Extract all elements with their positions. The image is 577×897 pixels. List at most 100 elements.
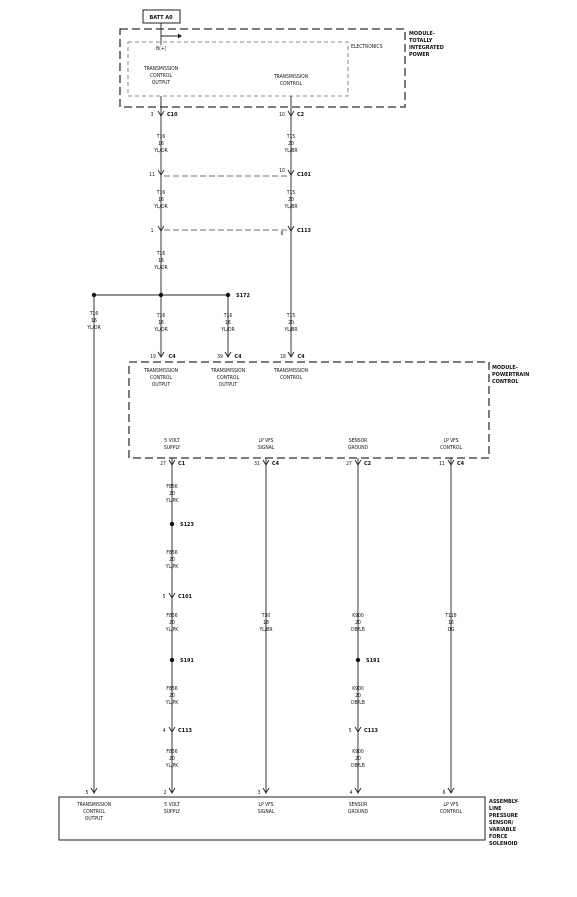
svg-text:CONTROL: CONTROL: [440, 445, 462, 451]
svg-text:20: 20: [355, 693, 361, 699]
svg-text:CONTROL: CONTROL: [280, 81, 302, 87]
svg-text:FORCE: FORCE: [489, 834, 508, 840]
svg-text:K900: K900: [352, 749, 364, 755]
svg-text:CONTROL: CONTROL: [217, 375, 239, 381]
connector-c4-b: 31 C4: [254, 459, 280, 467]
pcm-pin-sensor-ground: SENSOR GROUND: [348, 438, 369, 451]
tipm-pin-tc: TRANSMISSION CONTROL: [273, 74, 308, 87]
svg-text:YL/OR: YL/OR: [154, 265, 167, 271]
wire-f856-a: F856 20 YL/PK: [166, 484, 179, 504]
svg-text:GROUND: GROUND: [348, 809, 369, 815]
svg-text:K900: K900: [352, 613, 364, 619]
svg-text:LP VFS: LP VFS: [258, 802, 273, 808]
batt-arrow-head: [178, 33, 182, 39]
svg-text:DB/LB: DB/LB: [351, 763, 365, 769]
svg-text:16: 16: [158, 258, 164, 264]
svg-text:16: 16: [448, 620, 454, 626]
connector-c113-b: 4 C113: [163, 726, 193, 734]
svg-text:4: 4: [163, 728, 166, 734]
svg-text:T16: T16: [156, 313, 166, 319]
sensor-pin-sensor-ground: SENSOR GROUND: [348, 802, 369, 815]
svg-text:GROUND: GROUND: [348, 445, 369, 451]
svg-text:YL/BR: YL/BR: [285, 148, 298, 154]
svg-text:SENSOR/: SENSOR/: [489, 820, 514, 826]
svg-text:20: 20: [169, 491, 175, 497]
svg-text:LP VFS: LP VFS: [258, 438, 273, 444]
svg-text:TRANSMISSION: TRANSMISSION: [273, 368, 308, 374]
svg-text:LINE: LINE: [489, 806, 502, 812]
tipm-name: MODULE- TOTALLY INTEGRATED POWER: [409, 31, 444, 58]
svg-text:27: 27: [160, 461, 166, 467]
pcm-pin-lp-signal: LP VFS SIGNAL: [258, 438, 275, 451]
wire-k900-b: K900 20 DB/LB: [351, 686, 365, 706]
wire-t16-mid: T16 16 YL/OR: [154, 313, 167, 333]
svg-text:T15: T15: [286, 134, 296, 140]
pcm-box: [128, 361, 490, 459]
svg-text:1: 1: [151, 228, 154, 234]
svg-text:C2: C2: [364, 461, 372, 467]
svg-text:C1: C1: [178, 461, 186, 467]
connector-c2-top: 10 C2: [279, 110, 305, 118]
svg-text:6: 6: [443, 790, 446, 796]
svg-text:16: 16: [225, 320, 231, 326]
svg-text:TOTALLY: TOTALLY: [409, 38, 433, 44]
splice-s123: S123: [169, 521, 194, 528]
svg-text:C4: C4: [457, 461, 465, 467]
svg-text:T30: T30: [261, 613, 271, 619]
svg-text:C4: C4: [297, 354, 305, 360]
svg-text:C4: C4: [272, 461, 280, 467]
svg-text:OUTPUT: OUTPUT: [152, 382, 171, 388]
svg-text:20: 20: [355, 620, 361, 626]
pcm-pin-tc: TRANSMISSION CONTROL: [273, 368, 308, 381]
svg-text:C4: C4: [168, 354, 176, 360]
svg-text:OUTPUT: OUTPUT: [85, 816, 104, 822]
connector-c4-c: 11 C4: [439, 459, 465, 467]
svg-text:YL/OR: YL/OR: [154, 148, 167, 154]
connector-c10: 3 C10: [151, 110, 178, 118]
svg-text:20: 20: [169, 620, 175, 626]
svg-text:YL/OR: YL/OR: [87, 325, 100, 331]
sensor-pin-lp-signal: LP VFS SIGNAL: [258, 802, 275, 815]
sensor-pin-tco: TRANSMISSION CONTROL OUTPUT: [76, 802, 111, 822]
svg-text:5 VOLT: 5 VOLT: [164, 802, 180, 808]
svg-text:10: 10: [279, 168, 285, 174]
svg-text:MODULE-: MODULE-: [409, 31, 435, 37]
svg-text:DG: DG: [448, 627, 455, 633]
svg-text:TRANSMISSION: TRANSMISSION: [210, 368, 245, 374]
batt-box: [142, 9, 181, 24]
svg-text:16: 16: [158, 320, 164, 326]
svg-text:TRANSMISSION: TRANSMISSION: [76, 802, 111, 808]
svg-text:3: 3: [258, 790, 261, 796]
svg-text:F856: F856: [166, 749, 177, 755]
svg-text:YL/OR: YL/OR: [221, 327, 234, 333]
svg-text:CONTROL: CONTROL: [280, 375, 302, 381]
svg-text:INTEGRATED: INTEGRATED: [409, 45, 444, 51]
svg-text:5: 5: [163, 594, 166, 600]
svg-text:39: 39: [217, 354, 223, 360]
svg-text:DB/LB: DB/LB: [351, 627, 365, 633]
svg-text:CONTROL: CONTROL: [83, 809, 105, 815]
pcm-name: MODULE- POWERTRAIN CONTROL: [492, 365, 529, 385]
pcm-pin-lp-control: LP VFS CONTROL: [440, 438, 462, 451]
svg-text:F856: F856: [166, 484, 177, 490]
svg-text:20: 20: [169, 557, 175, 563]
wire-t15-a: T15 20 YL/BR: [285, 134, 298, 154]
wire-f856-e: F856 20 YL/PK: [166, 749, 179, 769]
svg-text:S172: S172: [236, 293, 250, 299]
tipm-pin-tco: TRANSMISSION CONTROL OUTPUT: [143, 66, 178, 86]
connector-c2-b: 27 C2: [346, 459, 372, 467]
svg-text:TRANSMISSION: TRANSMISSION: [273, 74, 308, 80]
wire-f856-c: F856 20 YL/PK: [166, 613, 179, 633]
svg-text:C113: C113: [364, 728, 379, 734]
svg-text:T16: T16: [89, 311, 99, 317]
svg-text:CONTROL: CONTROL: [150, 375, 172, 381]
svg-text:YL/OR: YL/OR: [154, 327, 167, 333]
svg-text:31: 31: [254, 461, 260, 467]
svg-text:16: 16: [158, 141, 164, 147]
svg-text:LP VFS: LP VFS: [443, 438, 458, 444]
svg-text:YL/PK: YL/PK: [166, 564, 179, 570]
svg-text:T15: T15: [286, 313, 296, 319]
wire-t16-c: T16 16 YL/OR: [154, 251, 167, 271]
wire-t118: T118 16 DG: [444, 613, 456, 633]
pcm-pin-tco-1: TRANSMISSION CONTROL OUTPUT: [143, 368, 178, 388]
